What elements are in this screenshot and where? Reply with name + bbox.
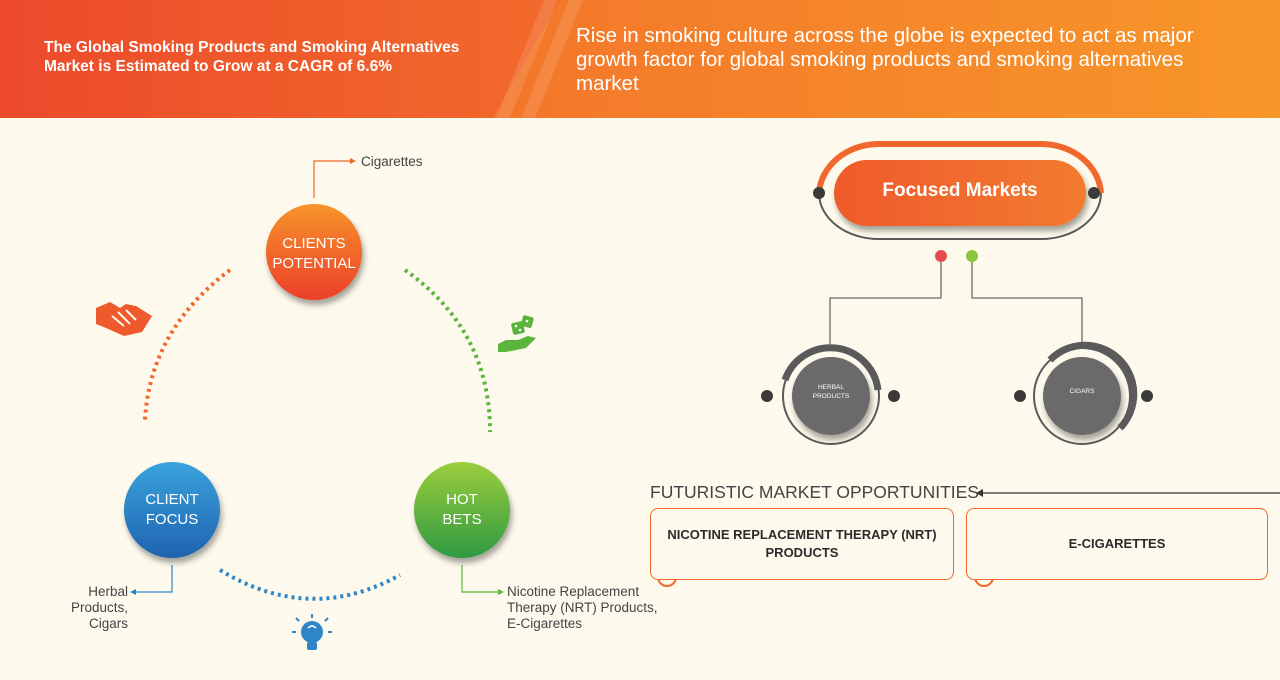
client-focus-label: CLIENT FOCUS	[145, 491, 199, 528]
client-focus-circle	[124, 462, 220, 558]
cigars-graphic	[1014, 341, 1153, 445]
nrt-box-text: NICOTINE REPLACEMENT THERAPY (NRT) PRODU…	[667, 527, 937, 560]
orange-dotted-arc	[143, 268, 232, 421]
header-subtitle: Rise in smoking culture across the globe…	[576, 24, 1194, 95]
hot-bets-circle	[414, 462, 510, 558]
focused-markets-graphic	[813, 140, 1104, 240]
nrt-connector	[461, 565, 504, 595]
ecig-box: E-CIGARETTES	[966, 508, 1268, 580]
header-left-panel	[0, 0, 560, 118]
herbal-cigars-text: Herbal Products, Cigars	[70, 584, 128, 631]
nrt-box: NICOTINE REPLACEMENT THERAPY (NRT) PRODU…	[650, 508, 954, 580]
dice-hand-icon	[498, 315, 536, 352]
cigarettes-text: Cigarettes	[361, 154, 423, 169]
herbal-products-text: HERBAL PRODUCTS	[812, 384, 850, 400]
clients-potential-label: CLIENTS POTENTIAL	[272, 235, 356, 272]
header-banner: The Global Smoking Products and Smoking …	[0, 0, 1280, 118]
lightbulb-icon	[292, 614, 332, 650]
blue-dotted-arc	[218, 568, 401, 601]
focused-tree-connector	[829, 250, 1083, 344]
cigarettes-connector	[313, 158, 356, 198]
hot-bets-label: HOT BETS	[442, 491, 482, 528]
green-dotted-arc	[403, 268, 492, 433]
futuristic-title: FUTURISTIC MARKET OPPORTUNITIES	[650, 482, 979, 502]
diagram-area: CLIENTS POTENTIAL CLIENT FOCUS HOT BETS …	[0, 118, 1280, 680]
ecig-box-text: E-CIGARETTES	[1068, 536, 1166, 551]
nrt-ecig-text: Nicotine Replacement Therapy (NRT) Produ…	[507, 584, 658, 631]
herbal-products-graphic	[761, 344, 900, 445]
diagram-graphics	[96, 140, 1280, 650]
clients-potential-circle	[266, 204, 362, 300]
cigars-text: CIGARS	[1069, 388, 1095, 395]
handshake-icon	[96, 302, 152, 336]
herbal-connector	[130, 565, 173, 595]
focused-markets-title: Focused Markets	[882, 180, 1038, 201]
header-title: The Global Smoking Products and Smoking …	[44, 39, 460, 75]
futuristic-arrow	[976, 489, 1280, 497]
